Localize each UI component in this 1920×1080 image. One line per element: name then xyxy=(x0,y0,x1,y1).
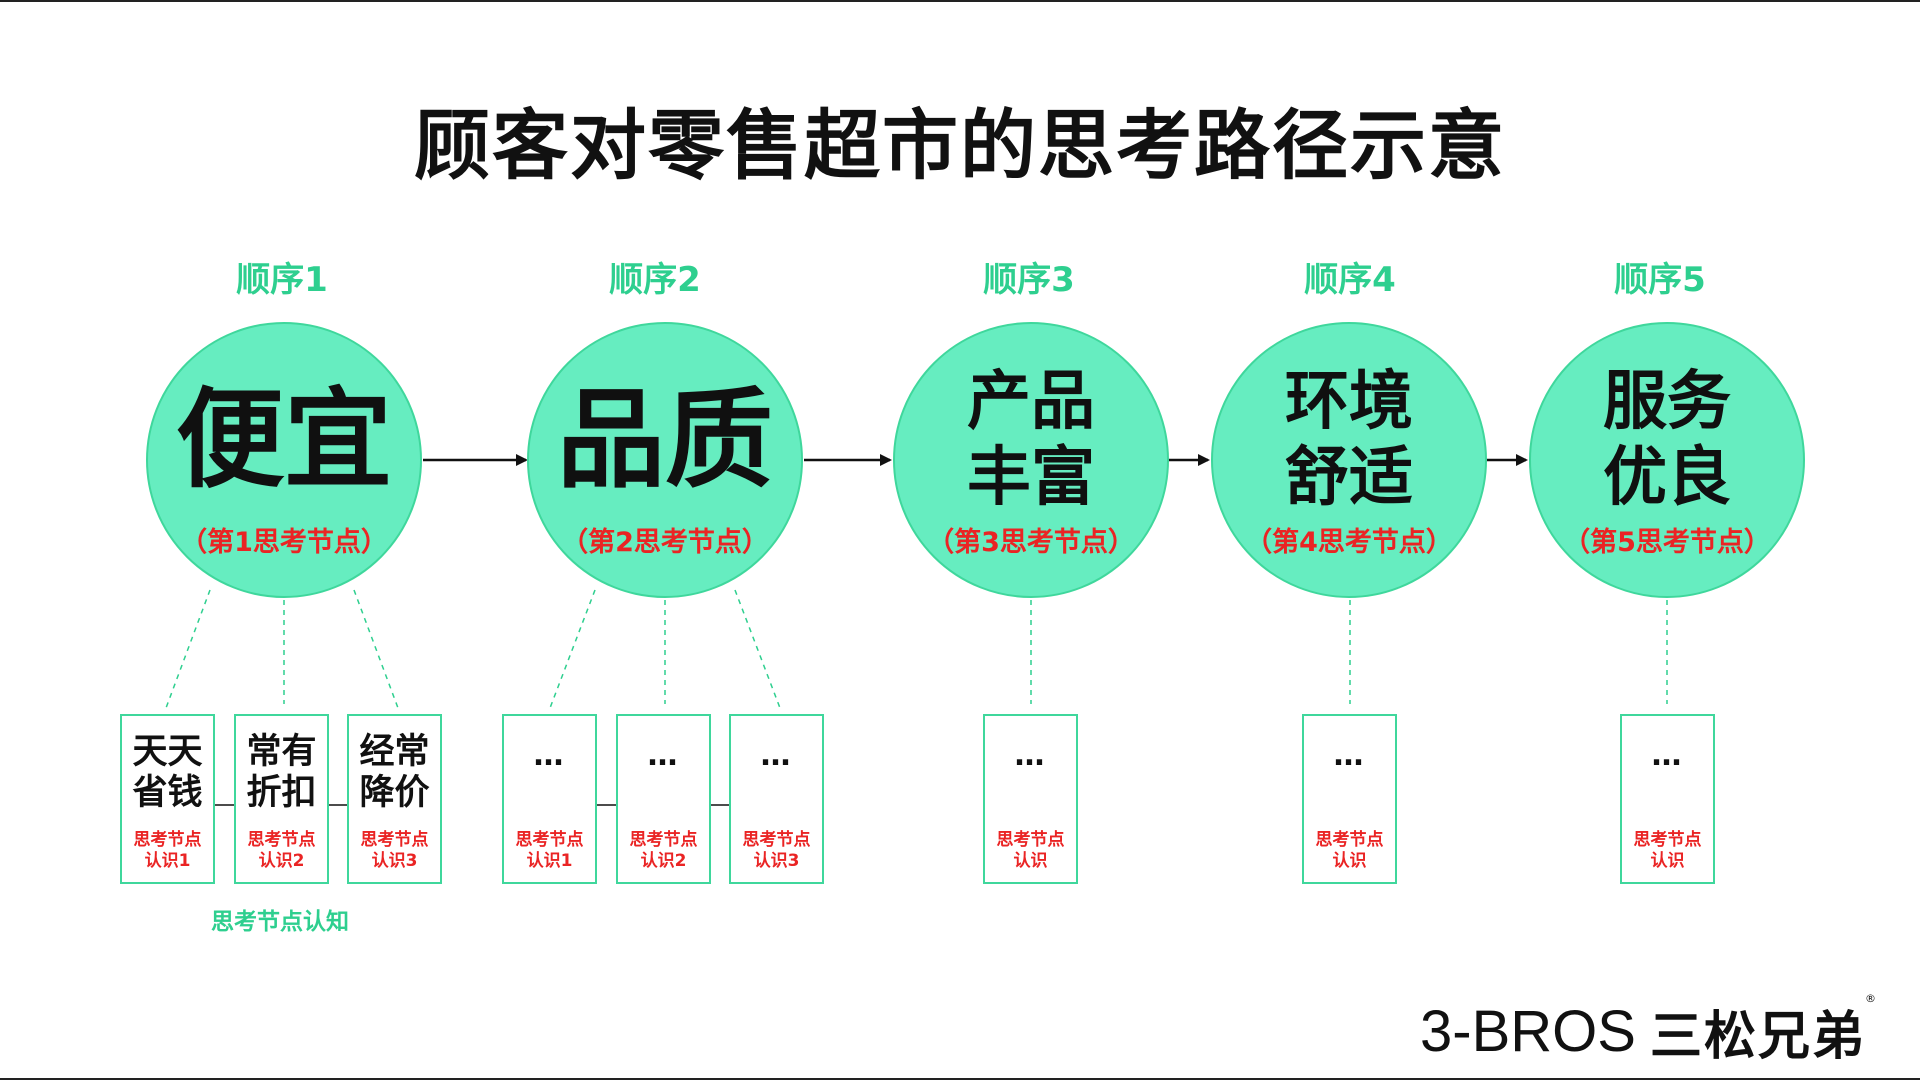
card-label-line-2: 认识 xyxy=(1332,851,1367,871)
step-name-5-line-2: 优良 xyxy=(1603,441,1731,515)
step-name-4-line-2: 舒适 xyxy=(1285,441,1413,515)
step-node-2: 品质 （第2思考节点） xyxy=(527,322,803,598)
card-label-line-1: 思考节点 xyxy=(247,830,316,850)
page-title: 顾客对零售超市的思考路径示意 xyxy=(414,101,1506,190)
card-label-line-2: 认识3 xyxy=(371,851,418,871)
cognition-card-2-2: … 思考节点 认识2 xyxy=(616,714,711,884)
step-name-4: 环境 舒适 xyxy=(1213,364,1485,516)
step-node-1: 便宜 （第1思考节点） xyxy=(146,322,422,598)
leader-1a xyxy=(165,589,211,709)
order-label-3: 顺序3 xyxy=(983,260,1075,300)
step-node-5: 服务 优良 （第5思考节点） xyxy=(1529,322,1805,598)
card-label: 思考节点 认识1 xyxy=(122,830,213,872)
order-label-2: 顺序2 xyxy=(609,260,701,300)
step-name-3: 产品 丰富 xyxy=(895,364,1167,516)
card-label-line-1: 思考节点 xyxy=(1633,830,1702,850)
step-name-5-line-1: 服务 xyxy=(1603,365,1731,439)
cognition-card-5: … 思考节点 认识 xyxy=(1620,714,1715,884)
card-label: 思考节点 认识1 xyxy=(504,830,595,872)
card-label-line-1: 思考节点 xyxy=(742,830,811,850)
order-label-1: 顺序1 xyxy=(236,260,328,300)
card-label-line-1: 思考节点 xyxy=(996,830,1065,850)
card-text: 天天 省钱 xyxy=(122,732,213,814)
step-name-4-line-1: 环境 xyxy=(1285,365,1413,439)
order-label-5: 顺序5 xyxy=(1614,260,1706,300)
card-text-line-2: 降价 xyxy=(359,773,430,813)
ellipsis-text: … xyxy=(1014,738,1047,773)
step-node-label-3: （第3思考节点） xyxy=(927,527,1135,558)
cognition-card-3: … 思考节点 认识 xyxy=(983,714,1078,884)
bottom-rule xyxy=(0,1078,1920,1080)
step-node-3: 产品 丰富 （第3思考节点） xyxy=(893,322,1169,598)
order-label-4: 顺序4 xyxy=(1304,260,1396,300)
ellipsis-text: … xyxy=(1651,738,1684,773)
card-label: 思考节点 认识 xyxy=(985,830,1076,872)
step-name-3-line-2: 丰富 xyxy=(967,441,1095,515)
card-text-line-1: 经常 xyxy=(359,732,430,772)
step-name-2: 品质 xyxy=(556,378,773,503)
step-node-label-5: （第5思考节点） xyxy=(1563,527,1771,558)
card-label-line-1: 思考节点 xyxy=(1315,830,1384,850)
card-label-line-2: 认识 xyxy=(1013,851,1048,871)
step-node-label-2: （第2思考节点） xyxy=(561,527,769,558)
card-label: 思考节点 认识2 xyxy=(618,830,709,872)
step-node-label-1: （第1思考节点） xyxy=(180,527,388,558)
card-label: 思考节点 认识 xyxy=(1622,830,1713,872)
step-node-label-4: （第4思考节点） xyxy=(1245,527,1453,558)
step-name-5: 服务 优良 xyxy=(1531,364,1803,516)
card-label-line-1: 思考节点 xyxy=(360,830,429,850)
top-rule xyxy=(0,0,1920,2)
brand-logo-en: 3-BROS xyxy=(1420,999,1636,1064)
card-label: 思考节点 认识 xyxy=(1304,830,1395,872)
cognition-caption: 思考节点认知 xyxy=(211,909,349,935)
card-text-line-2: 省钱 xyxy=(132,773,203,813)
step-name-1: 便宜 xyxy=(175,378,392,503)
card-label-line-2: 认识1 xyxy=(526,851,573,871)
cognition-card-2-1: … 思考节点 认识1 xyxy=(502,714,597,884)
card-label-line-2: 认识2 xyxy=(258,851,305,871)
leader-1c xyxy=(353,589,399,709)
card-label: 思考节点 认识2 xyxy=(236,830,327,872)
leader-2c xyxy=(734,589,781,709)
card-label-line-2: 认识2 xyxy=(640,851,687,871)
card-label-line-2: 认识3 xyxy=(753,851,800,871)
card-text: 常有 折扣 xyxy=(236,732,327,814)
card-label: 思考节点 认识3 xyxy=(731,830,822,872)
ellipsis-text: … xyxy=(533,738,566,773)
card-label-line-1: 思考节点 xyxy=(629,830,698,850)
cognition-card-1-3: 经常 降价 思考节点 认识3 xyxy=(347,714,442,884)
step-name-3-line-1: 产品 xyxy=(967,365,1095,439)
registered-mark: ® xyxy=(1864,992,1876,1005)
leader-2a xyxy=(549,589,596,709)
cognition-card-2-3: … 思考节点 认识3 xyxy=(729,714,824,884)
cognition-card-1-2: 常有 折扣 思考节点 认识2 xyxy=(234,714,329,884)
step-node-4: 环境 舒适 （第4思考节点） xyxy=(1211,322,1487,598)
ellipsis-text: … xyxy=(647,738,680,773)
card-label: 思考节点 认识3 xyxy=(349,830,440,872)
card-text-line-1: 天天 xyxy=(132,732,203,772)
card-label-line-2: 认识1 xyxy=(144,851,191,871)
cognition-card-4: … 思考节点 认识 xyxy=(1302,714,1397,884)
ellipsis-text: … xyxy=(1333,738,1366,773)
card-label-line-1: 思考节点 xyxy=(515,830,584,850)
card-text-line-1: 常有 xyxy=(246,732,317,772)
card-label-line-2: 认识 xyxy=(1650,851,1685,871)
brand-logo-cn: 三松兄弟 xyxy=(1649,1007,1866,1067)
card-text-line-2: 折扣 xyxy=(246,773,317,813)
card-label-line-1: 思考节点 xyxy=(133,830,202,850)
card-text: 经常 降价 xyxy=(349,732,440,814)
cognition-card-1-1: 天天 省钱 思考节点 认识1 xyxy=(120,714,215,884)
ellipsis-text: … xyxy=(760,738,793,773)
